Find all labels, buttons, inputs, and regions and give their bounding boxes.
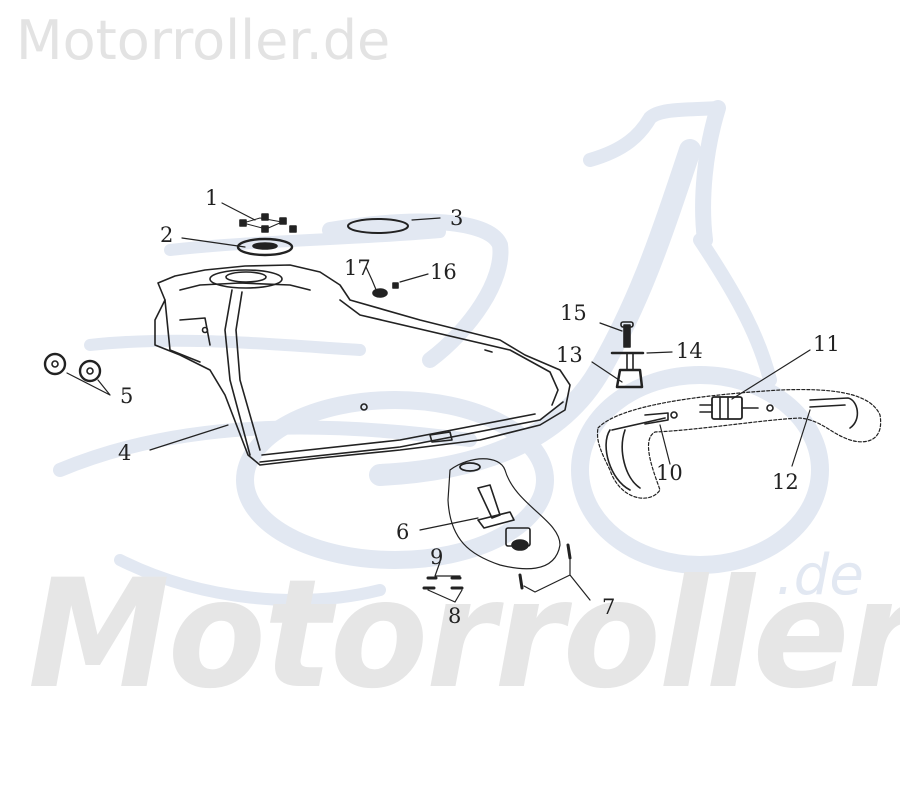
- part-3-o-ring: [347, 218, 409, 234]
- callout-5: 5: [120, 384, 134, 408]
- callout-2: 2: [160, 223, 174, 247]
- callout-4: 4: [118, 441, 132, 465]
- callout-14: 14: [676, 339, 703, 363]
- part-17-cap: [372, 288, 388, 298]
- callout-3: 3: [450, 206, 464, 230]
- part-13-15-mount: [610, 321, 645, 389]
- part-1-bolts: [239, 213, 297, 233]
- part-11-filter: [699, 396, 759, 420]
- callout-16: 16: [430, 260, 457, 284]
- callout-12: 12: [772, 470, 799, 494]
- part-5-dampers: [43, 352, 102, 383]
- callout-17: 17: [344, 256, 371, 280]
- leader-lines: [66, 202, 811, 603]
- callout-10: 10: [656, 461, 683, 485]
- callout-11: 11: [813, 332, 840, 356]
- part-4-fuel-tank: [154, 264, 571, 466]
- part-10-12-hoses: [596, 388, 882, 499]
- callout-7: 7: [602, 595, 616, 619]
- part-2-flange: [236, 237, 294, 257]
- callout-6: 6: [396, 520, 410, 544]
- callout-9: 9: [430, 545, 444, 569]
- part-8-9-washers-clips: [422, 576, 464, 590]
- top-watermark: Motorroller.de: [16, 9, 391, 72]
- part-16-screw: [392, 282, 399, 289]
- part-6-fuel-tap: [447, 458, 561, 570]
- callout-1: 1: [205, 186, 219, 210]
- bottom-watermark-suffix: .de: [776, 543, 864, 608]
- callout-13: 13: [556, 343, 583, 367]
- bottom-watermark: Motorroller: [28, 548, 900, 722]
- callout-8: 8: [448, 604, 462, 628]
- callout-15: 15: [560, 301, 587, 325]
- part-7-screws: [518, 543, 572, 590]
